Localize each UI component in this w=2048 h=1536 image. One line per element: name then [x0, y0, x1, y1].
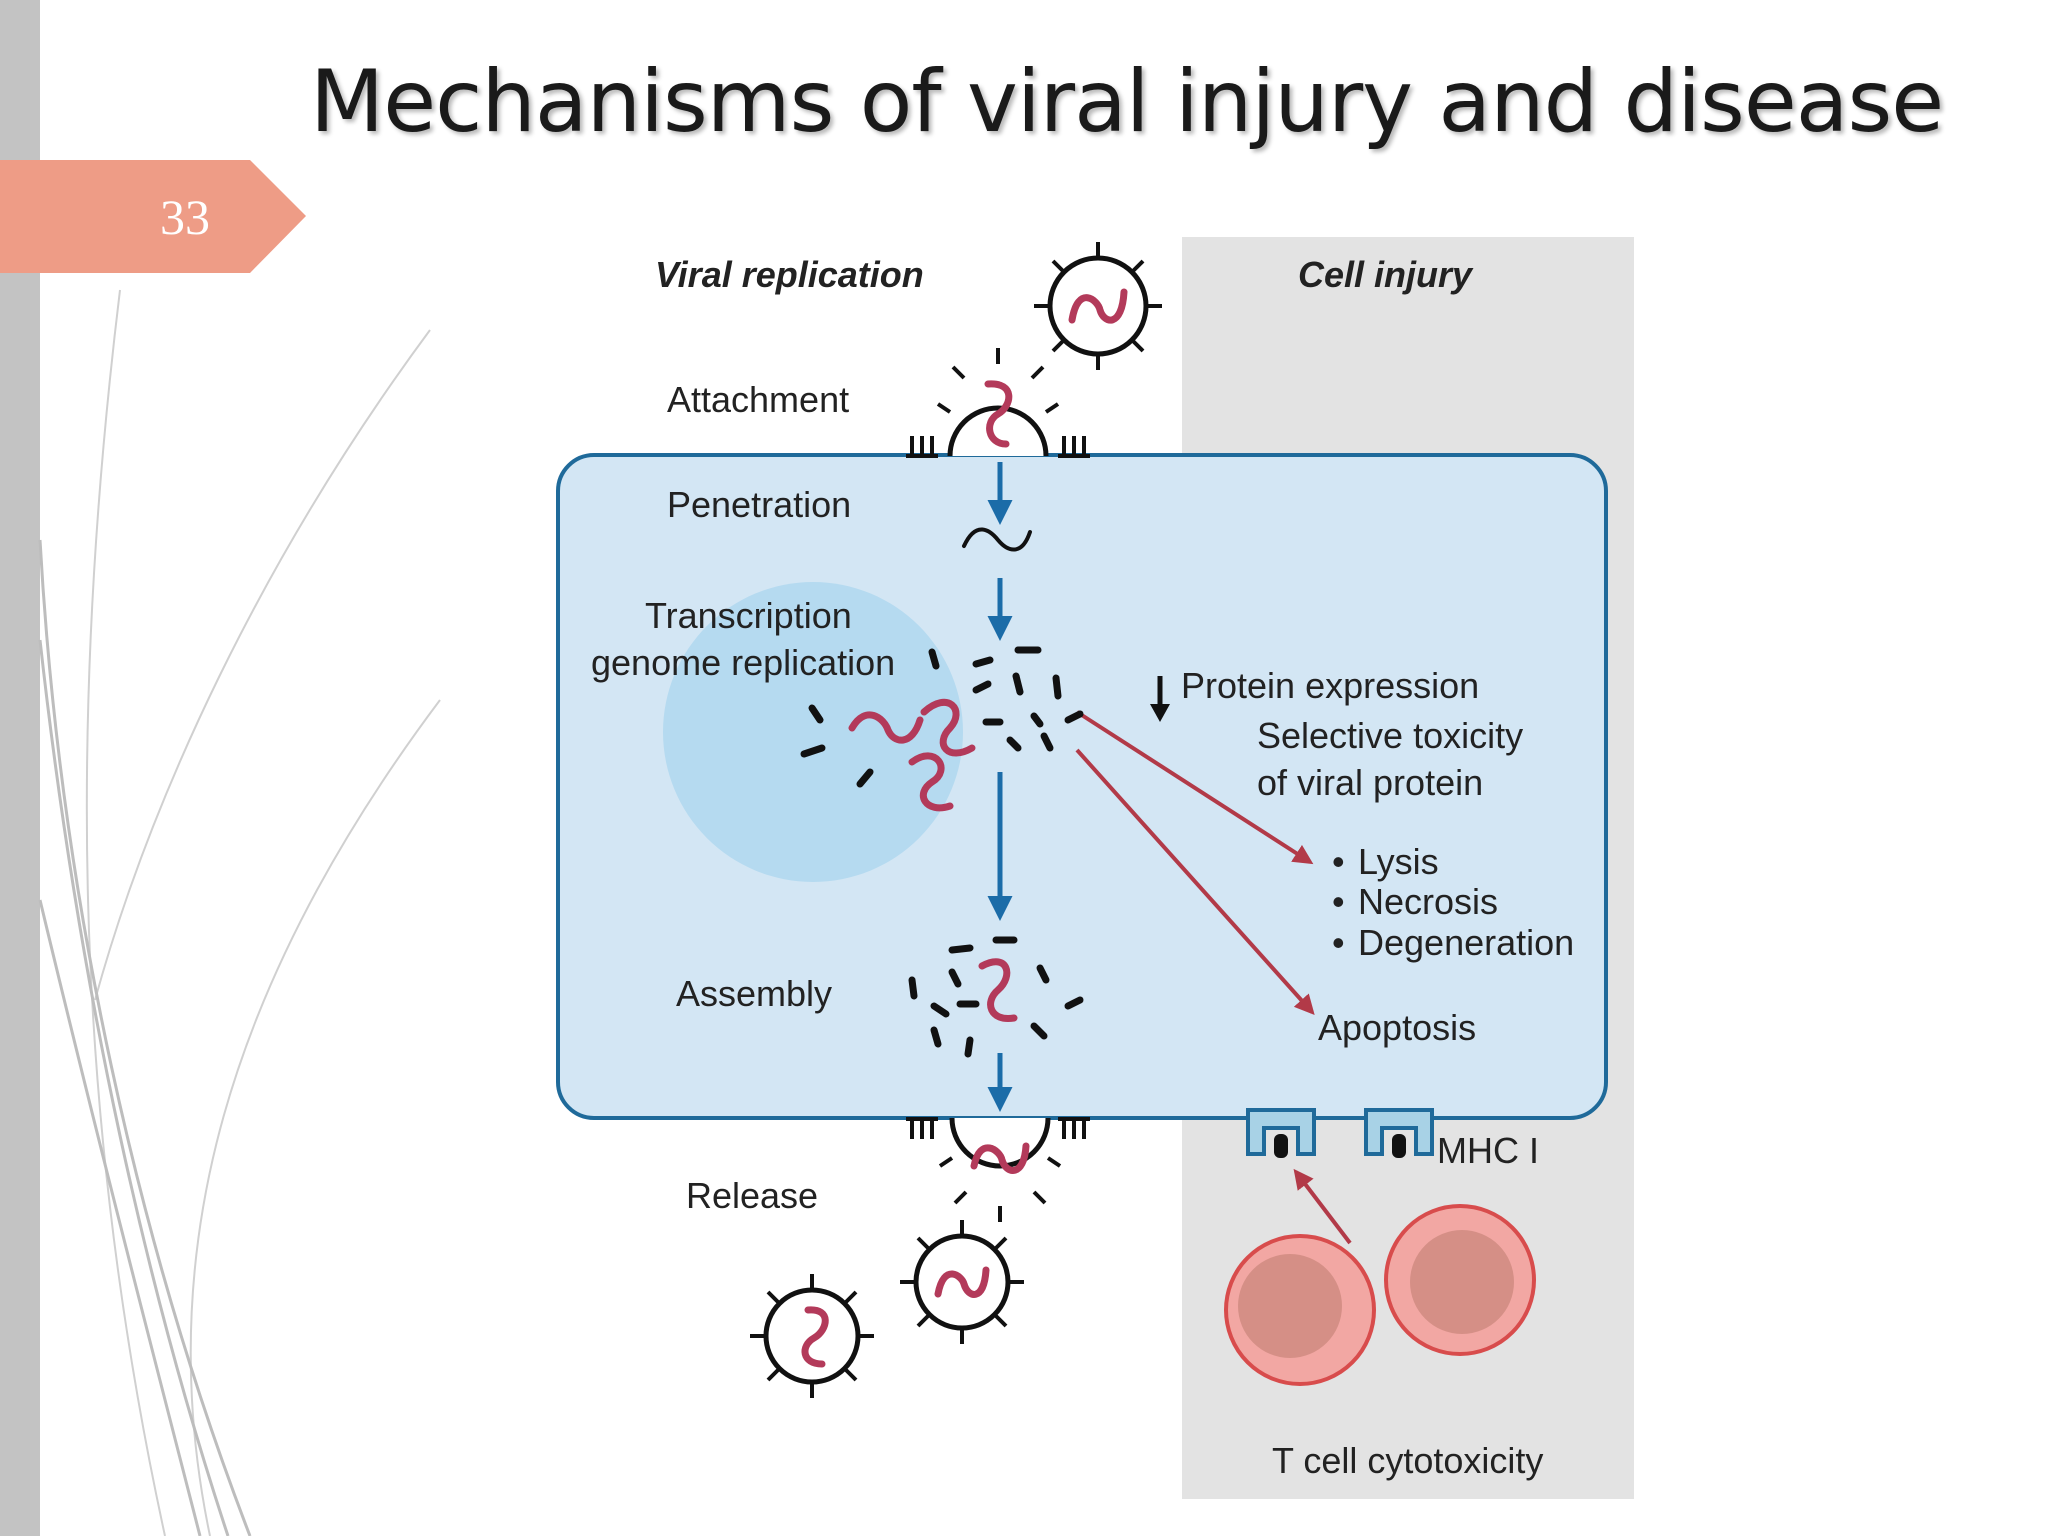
- outcome-bullet: •: [1332, 841, 1345, 882]
- virion-free: [1034, 242, 1162, 370]
- mhc-receptor-2: [1364, 1108, 1434, 1158]
- t-cell-1: [1224, 1234, 1376, 1386]
- stage-penetration: Penetration: [667, 484, 851, 525]
- assembling-virion: [908, 936, 1084, 1058]
- protein-expression-label: Protein expression: [1181, 665, 1479, 706]
- t-cell-label: T cell cytotoxicity: [1272, 1440, 1543, 1481]
- outcome-bullet: •: [1332, 922, 1345, 963]
- viral-protein-fragments: [800, 646, 1084, 788]
- mhc-label: MHC I: [1437, 1130, 1539, 1171]
- t-cell-2: [1384, 1204, 1536, 1356]
- membrane-receptors-top: [906, 436, 1090, 1139]
- outcome-degeneration: Degeneration: [1358, 922, 1574, 963]
- viral-protein-label: of viral protein: [1257, 762, 1483, 803]
- viral-genome-penetrated: [962, 527, 1032, 552]
- stage-genome-replication: genome replication: [591, 642, 895, 683]
- replicating-genomes: [848, 698, 976, 812]
- page-number: 33: [160, 189, 210, 245]
- selective-toxicity-label: Selective toxicity: [1257, 715, 1523, 756]
- injury-arrow-apoptosis: [1075, 748, 1315, 1015]
- injury-arrow-lysis: [1075, 710, 1314, 865]
- virion-released-1: [900, 1220, 1024, 1344]
- stage-transcription: Transcription: [645, 595, 852, 636]
- virion-releasing: [938, 1117, 1062, 1222]
- page-number-tag: 33: [0, 160, 306, 273]
- decrease-arrow-head: [1150, 704, 1170, 722]
- decorative-swoosh: [38, 289, 441, 1536]
- stage-attachment: Attachment: [667, 379, 849, 420]
- outcome-necrosis: Necrosis: [1358, 881, 1498, 922]
- outcome-lysis: Lysis: [1358, 841, 1439, 882]
- stage-release: Release: [686, 1175, 818, 1216]
- virion-released-2: [750, 1274, 874, 1398]
- virion-attaching: [936, 348, 1060, 457]
- stage-assembly: Assembly: [676, 973, 832, 1014]
- nucleus: [663, 582, 963, 882]
- slide-title: Mechanisms of viral injury and disease: [310, 52, 1944, 152]
- t-cell-arrow: [1293, 1168, 1352, 1245]
- outcome-bullet: •: [1332, 881, 1345, 922]
- apoptosis-label: Apoptosis: [1318, 1007, 1476, 1048]
- mhc-receptor-1: [1246, 1108, 1316, 1158]
- cell-injury-header: Cell injury: [1298, 254, 1474, 295]
- viral-replication-header: Viral replication: [655, 254, 924, 295]
